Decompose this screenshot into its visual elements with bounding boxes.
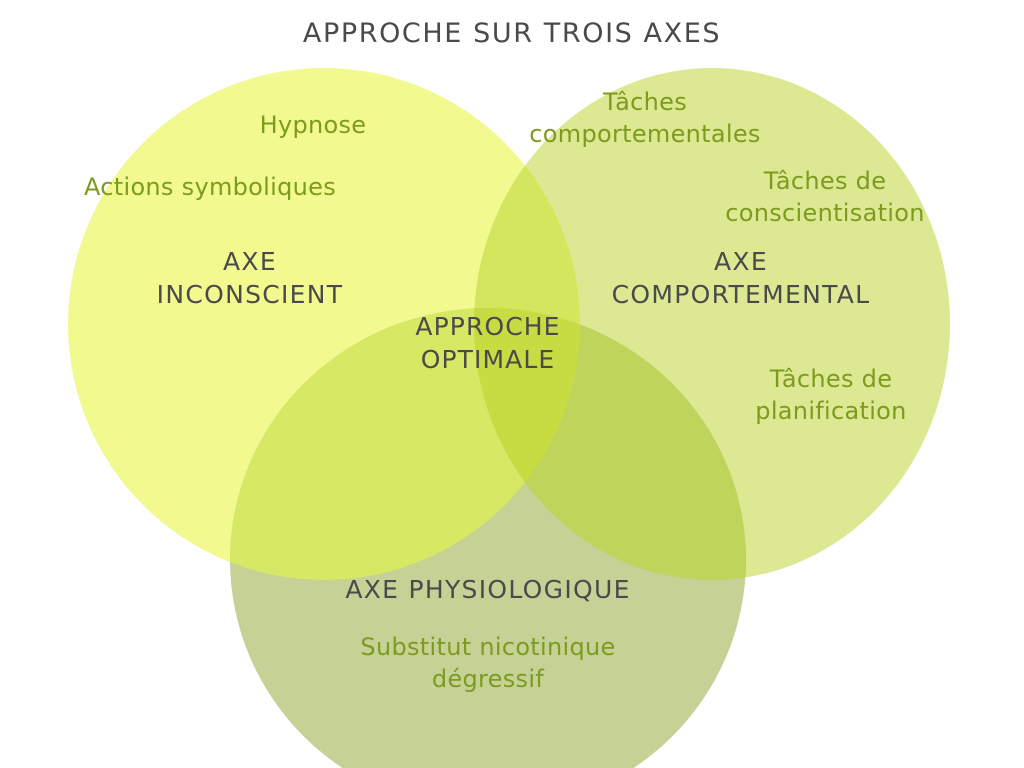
page-title: APPROCHE SUR TROIS AXES	[302, 18, 722, 49]
